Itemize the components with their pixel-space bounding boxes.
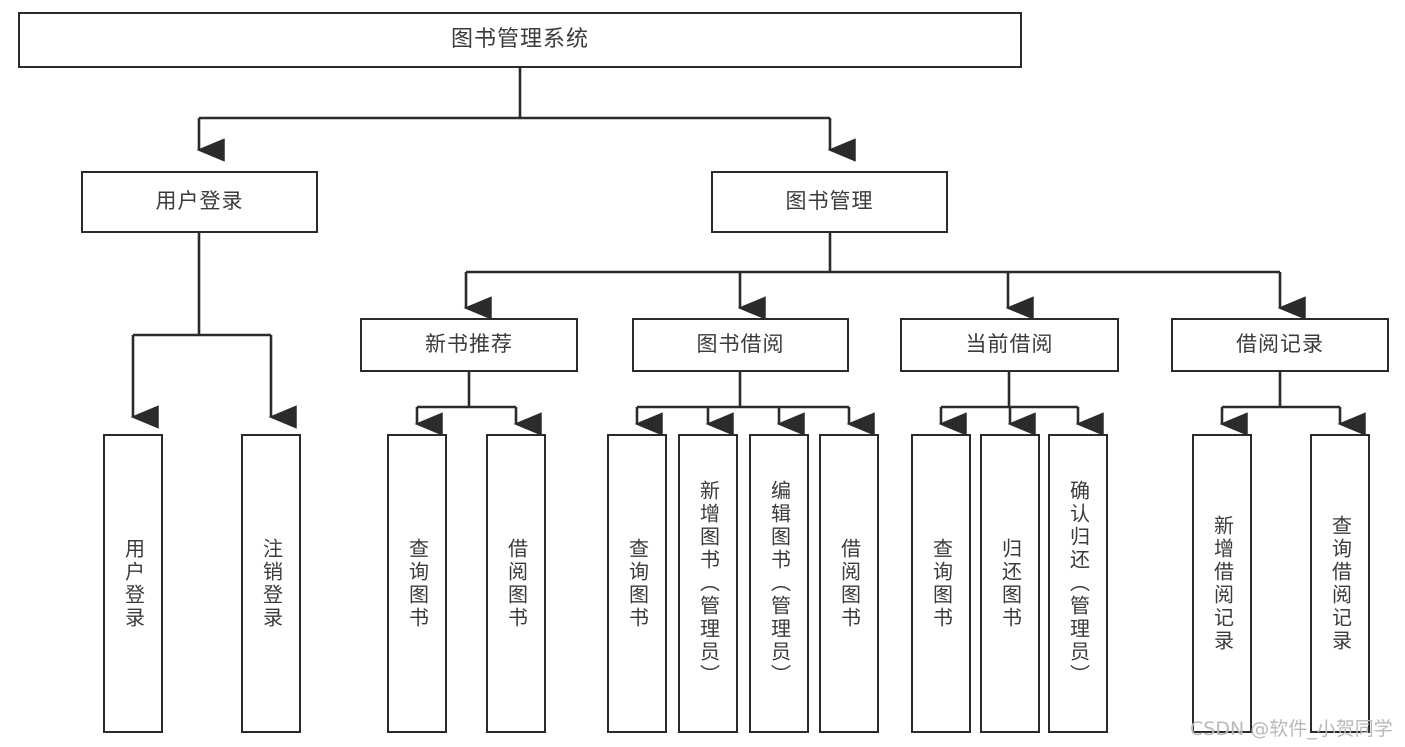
leaf-book-borrow-borrow-book[interactable]: 借阅图书: [819, 434, 879, 733]
leaf-current-borrow-query-book[interactable]: 查询图书: [911, 434, 971, 733]
leaf-label: 确认归还（管理员）: [1066, 480, 1091, 687]
leaf-label: 新增借阅记录: [1210, 514, 1235, 653]
leaf-label: 归还图书: [998, 537, 1023, 630]
leaf-current-borrow-confirm-return-admin[interactable]: 确认归还（管理员）: [1048, 434, 1108, 733]
leaf-new-book-query-book[interactable]: 查询图书: [387, 434, 447, 733]
leaf-borrow-record-add-record[interactable]: 新增借阅记录: [1192, 434, 1252, 733]
leaf-label: 新增图书（管理员）: [696, 480, 721, 687]
leaf-label: 编辑图书（管理员）: [767, 480, 792, 687]
leaf-user-login-login[interactable]: 用户登录: [103, 434, 163, 733]
node-user-login[interactable]: 用户登录: [81, 171, 318, 233]
node-borrow-record[interactable]: 借阅记录: [1171, 318, 1389, 372]
node-book-borrow[interactable]: 图书借阅: [632, 318, 849, 372]
leaf-user-login-logout[interactable]: 注销登录: [241, 434, 301, 733]
leaf-current-borrow-return-book[interactable]: 归还图书: [980, 434, 1040, 733]
leaf-label: 查询图书: [625, 537, 650, 630]
csdn-watermark: CSDN @软件_小贺同学: [1190, 718, 1393, 740]
leaf-label: 借阅图书: [837, 537, 862, 630]
node-new-book-recommend[interactable]: 新书推荐: [360, 318, 578, 372]
leaf-book-borrow-add-book-admin[interactable]: 新增图书（管理员）: [678, 434, 738, 733]
leaf-label: 借阅图书: [504, 537, 529, 630]
leaf-label: 用户登录: [121, 537, 146, 630]
leaf-borrow-record-query-record[interactable]: 查询借阅记录: [1310, 434, 1370, 733]
leaf-book-borrow-edit-book-admin[interactable]: 编辑图书（管理员）: [749, 434, 809, 733]
node-book-management[interactable]: 图书管理: [711, 171, 948, 233]
node-current-borrow[interactable]: 当前借阅: [900, 318, 1119, 372]
leaf-new-book-borrow-book[interactable]: 借阅图书: [486, 434, 546, 733]
leaf-label: 查询借阅记录: [1328, 514, 1353, 653]
node-root-book-management-system[interactable]: 图书管理系统: [18, 12, 1022, 68]
leaf-label: 查询图书: [405, 537, 430, 630]
leaf-label: 查询图书: [929, 537, 954, 630]
leaf-book-borrow-query-book[interactable]: 查询图书: [607, 434, 667, 733]
leaf-label: 注销登录: [259, 537, 284, 630]
